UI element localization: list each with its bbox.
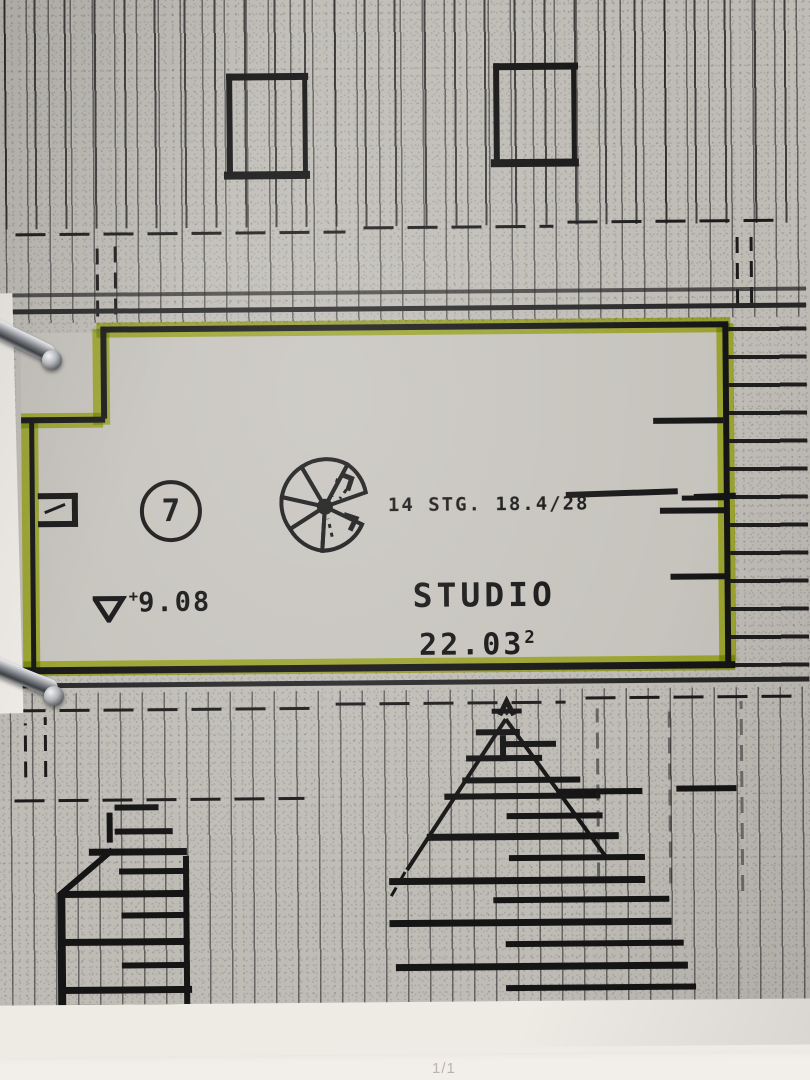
right-wall-hatching — [728, 322, 810, 668]
stair-note: 14 STG. 18.4/28 — [387, 492, 590, 517]
page-indicator: 1/1 — [432, 1060, 456, 1077]
room-number-badge: 7 — [139, 479, 203, 543]
room-area-label: 22.032 — [418, 626, 535, 663]
room-name-label: STUDIO — [412, 574, 557, 615]
elevation-value: +9.08 — [128, 586, 212, 619]
paper-sheet: 7 — [0, 0, 810, 1052]
spiral-staircase-symbol — [279, 457, 369, 554]
page-bottom-margin — [0, 998, 810, 1058]
